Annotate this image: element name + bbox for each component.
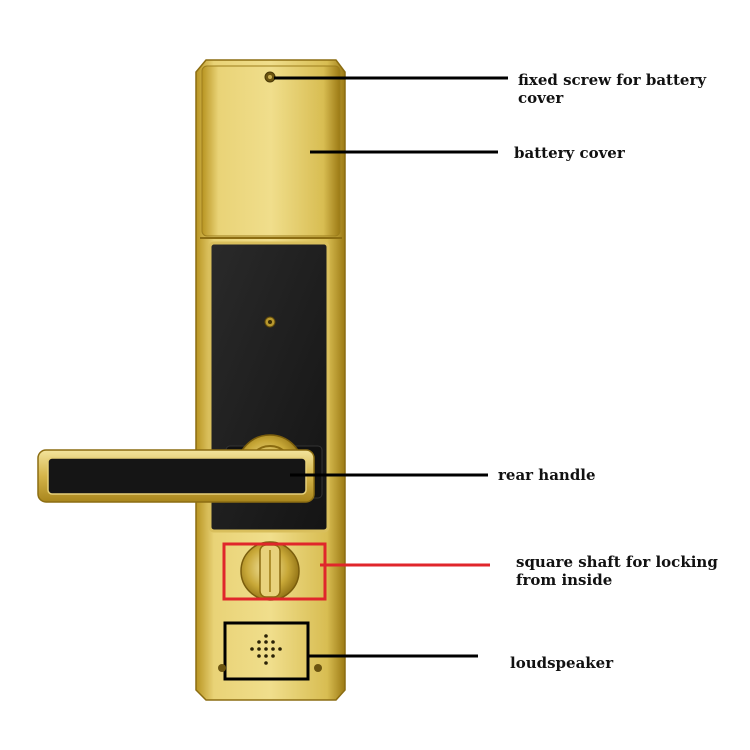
rear-handle-insert <box>47 457 307 495</box>
label-rear-handle: rear handle <box>498 466 596 484</box>
label-battery-cover: battery cover <box>514 144 625 162</box>
loudspeaker-highlight-box <box>223 621 310 681</box>
label-square-shaft-line1: square shaft for locking <box>516 553 718 571</box>
speaker-grille <box>250 634 282 665</box>
fixed-screw-head <box>268 75 272 79</box>
bottom-screw-right <box>314 664 322 672</box>
panel-screw-center <box>268 320 272 324</box>
label-fixed-screw-line2: cover <box>518 89 564 107</box>
label-fixed-screw-line1: fixed screw for battery <box>518 71 707 89</box>
label-square-shaft-line2: from inside <box>516 571 613 589</box>
shaft-highlight-box <box>222 542 327 601</box>
label-square-shaft: square shaft for locking from inside <box>516 553 718 589</box>
bottom-screw-left <box>218 664 226 672</box>
label-fixed-screw: fixed screw for battery cover <box>518 71 706 107</box>
label-loudspeaker: loudspeaker <box>510 654 614 672</box>
